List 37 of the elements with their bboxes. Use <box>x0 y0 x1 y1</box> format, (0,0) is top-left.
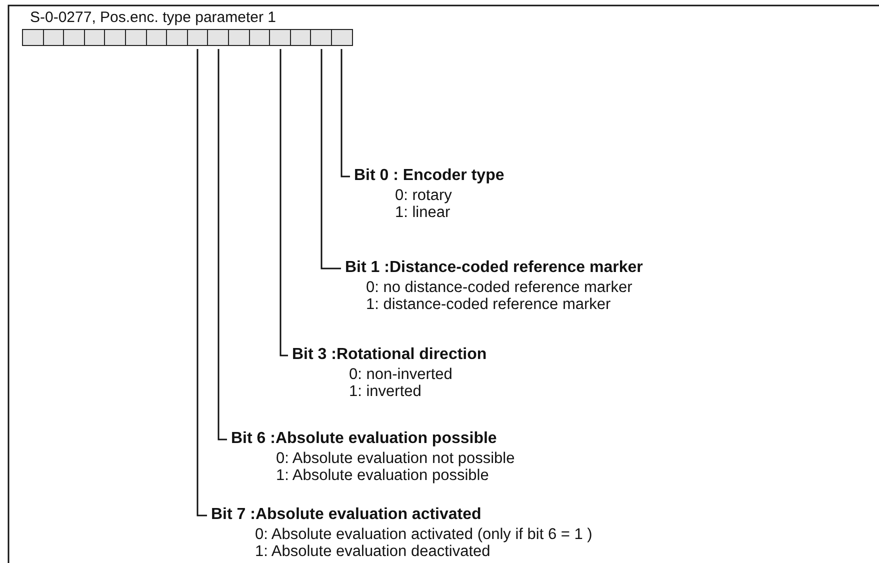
register-bit-cell <box>228 29 250 46</box>
bit-value-text: 1: Absolute evaluation deactivated <box>255 543 490 560</box>
bit-value-text: 1: linear <box>395 204 450 221</box>
register-title: S-0-0277, Pos.enc. type parameter 1 <box>30 9 276 26</box>
register-bit-cell <box>104 29 126 46</box>
bit-heading: Bit 7 :Absolute evaluation activated <box>210 506 482 523</box>
leader-line <box>280 49 288 356</box>
bit-value-text: 1: inverted <box>349 383 422 400</box>
bit-heading: Bit 1 :Distance-coded reference marker <box>344 259 643 276</box>
bit-heading: Bit 6 :Absolute evaluation possible <box>230 430 497 447</box>
register-bit-cell <box>186 29 208 46</box>
register-bit-cell <box>42 29 64 46</box>
bit-heading: Bit 0 : Encoder type <box>353 167 504 184</box>
bit-value-text: 0: no distance-coded reference marker <box>366 279 632 296</box>
register-bit-cell <box>290 29 312 46</box>
leader-line <box>340 49 350 178</box>
leader-line <box>196 49 207 516</box>
register-bit-cell <box>125 29 147 46</box>
leader-line <box>320 49 341 270</box>
register-bit-cell <box>22 29 44 46</box>
register-bit-cell <box>84 29 106 46</box>
register-bit-cell <box>248 29 270 46</box>
bit-value-text: 0: non-inverted <box>349 366 452 383</box>
bit-value-text: 0: Absolute evaluation not possible <box>276 450 515 467</box>
bit-heading: Bit 3 :Rotational direction <box>291 346 487 363</box>
register-bit-cell <box>269 29 291 46</box>
register-bit-cell <box>63 29 85 46</box>
register-bit-cell <box>331 29 353 46</box>
register-bit-cell <box>207 29 229 46</box>
bit-value-text: 0: rotary <box>395 187 452 204</box>
bit-value-text: 1: distance-coded reference marker <box>366 296 611 313</box>
leader-line <box>218 49 227 440</box>
register-bit-cell <box>146 29 168 46</box>
register-bit-cell <box>166 29 188 46</box>
register-bit-cell <box>310 29 332 46</box>
bit-value-text: 0: Absolute evaluation activated (only if bit 6 = 1 ) <box>255 526 592 543</box>
bit-value-text: 1: Absolute evaluation possible <box>276 467 489 484</box>
